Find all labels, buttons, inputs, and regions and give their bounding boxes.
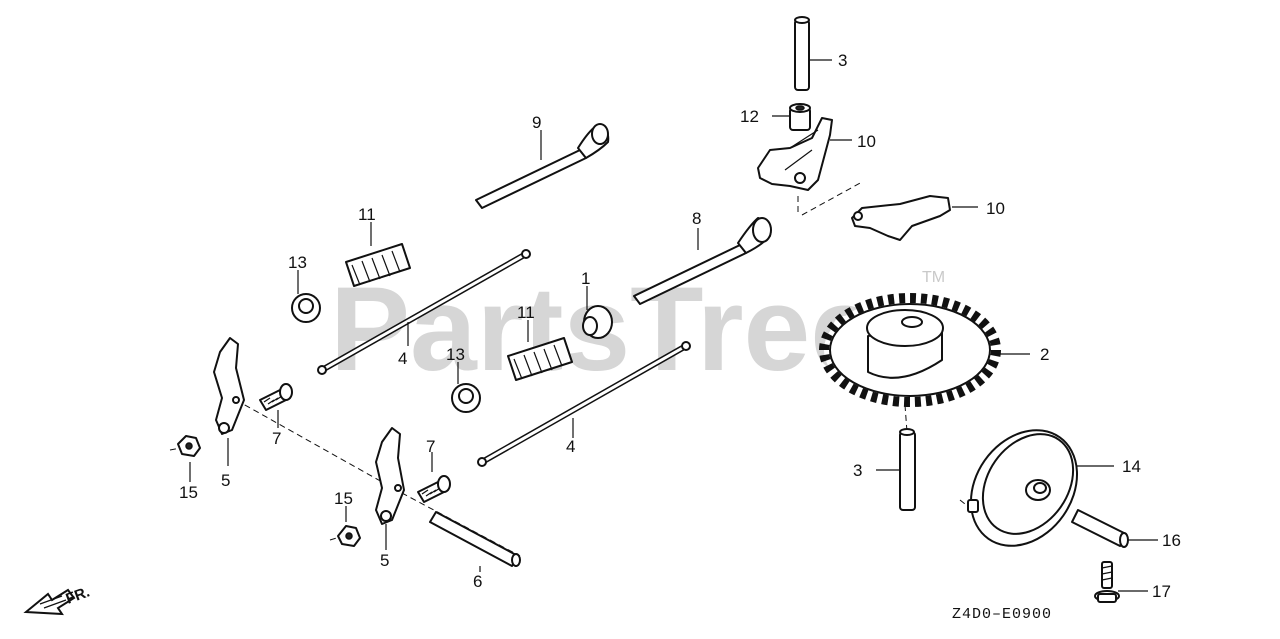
callout-4: 4 bbox=[566, 437, 575, 456]
cap-part-1 bbox=[582, 305, 613, 339]
alignment-line bbox=[797, 181, 863, 216]
diagram-code: Z4D0–E0900 bbox=[952, 606, 1052, 623]
adjusting-screw-part-7-right bbox=[417, 475, 451, 503]
rocker-arm-part-5-left bbox=[213, 337, 245, 435]
push-rod-part-4-upper bbox=[317, 249, 531, 375]
camshaft-gear-part-2 bbox=[819, 293, 1001, 407]
pin-part-3-lower bbox=[899, 428, 916, 511]
callout-7: 7 bbox=[272, 429, 281, 448]
callout-10: 10 bbox=[986, 199, 1005, 218]
pin-part-3-top bbox=[794, 16, 810, 91]
callout-5: 5 bbox=[380, 551, 389, 570]
governor-arm-part-10-upper bbox=[757, 117, 833, 191]
shaft-part-16 bbox=[1071, 509, 1129, 548]
front-label: FR. bbox=[64, 584, 93, 608]
callout-6: 6 bbox=[473, 572, 482, 591]
nut-part-15-right bbox=[337, 525, 361, 547]
callout-2: 2 bbox=[1040, 345, 1049, 364]
callout-13: 13 bbox=[288, 253, 307, 272]
callout-3: 3 bbox=[838, 51, 847, 70]
callout-1: 1 bbox=[581, 269, 590, 288]
valve-spring-part-11-lower bbox=[507, 337, 573, 381]
rocker-shaft-part-6 bbox=[429, 511, 521, 567]
callout-12: 12 bbox=[740, 107, 759, 126]
front-arrow-icon bbox=[23, 588, 76, 616]
rocker-arm-part-5-right bbox=[375, 427, 405, 525]
callout-9: 9 bbox=[532, 113, 541, 132]
alignment-line bbox=[329, 536, 341, 541]
governor-part-14 bbox=[967, 429, 1079, 547]
leader-lines bbox=[189, 59, 1158, 592]
callout-13: 13 bbox=[446, 345, 465, 364]
push-rod-part-4-lower bbox=[477, 341, 691, 467]
callout-8: 8 bbox=[692, 209, 701, 228]
valve-spring-part-11-upper bbox=[345, 243, 411, 287]
adjusting-screw-part-7-left bbox=[259, 383, 293, 411]
collar-part-12 bbox=[789, 103, 811, 131]
callout-11: 11 bbox=[517, 303, 535, 322]
callout-4: 4 bbox=[398, 349, 407, 368]
governor-arm-part-10-lower bbox=[851, 195, 951, 241]
alignment-line bbox=[904, 404, 908, 433]
callout-3: 3 bbox=[853, 461, 862, 480]
callout-7: 7 bbox=[426, 437, 435, 456]
callout-15: 15 bbox=[334, 489, 353, 508]
callout-15: 15 bbox=[179, 483, 198, 502]
bolt-part-17 bbox=[1094, 561, 1120, 603]
retainer-part-13-lower bbox=[451, 383, 481, 413]
retainer-part-13-upper bbox=[291, 293, 321, 323]
front-indicator: FR. bbox=[23, 584, 93, 616]
callout-17: 17 bbox=[1152, 582, 1171, 601]
nut-part-15-left bbox=[177, 435, 201, 457]
callout-11: 11 bbox=[358, 205, 376, 224]
callout-16: 16 bbox=[1162, 531, 1181, 550]
alignment-line bbox=[235, 399, 521, 557]
valve-part-8 bbox=[633, 217, 772, 305]
trademark-mark: TM bbox=[922, 269, 945, 286]
callout-10: 10 bbox=[857, 132, 876, 151]
valve-part-9 bbox=[475, 123, 610, 209]
callout-5: 5 bbox=[221, 471, 230, 490]
callout-14: 14 bbox=[1122, 457, 1141, 476]
